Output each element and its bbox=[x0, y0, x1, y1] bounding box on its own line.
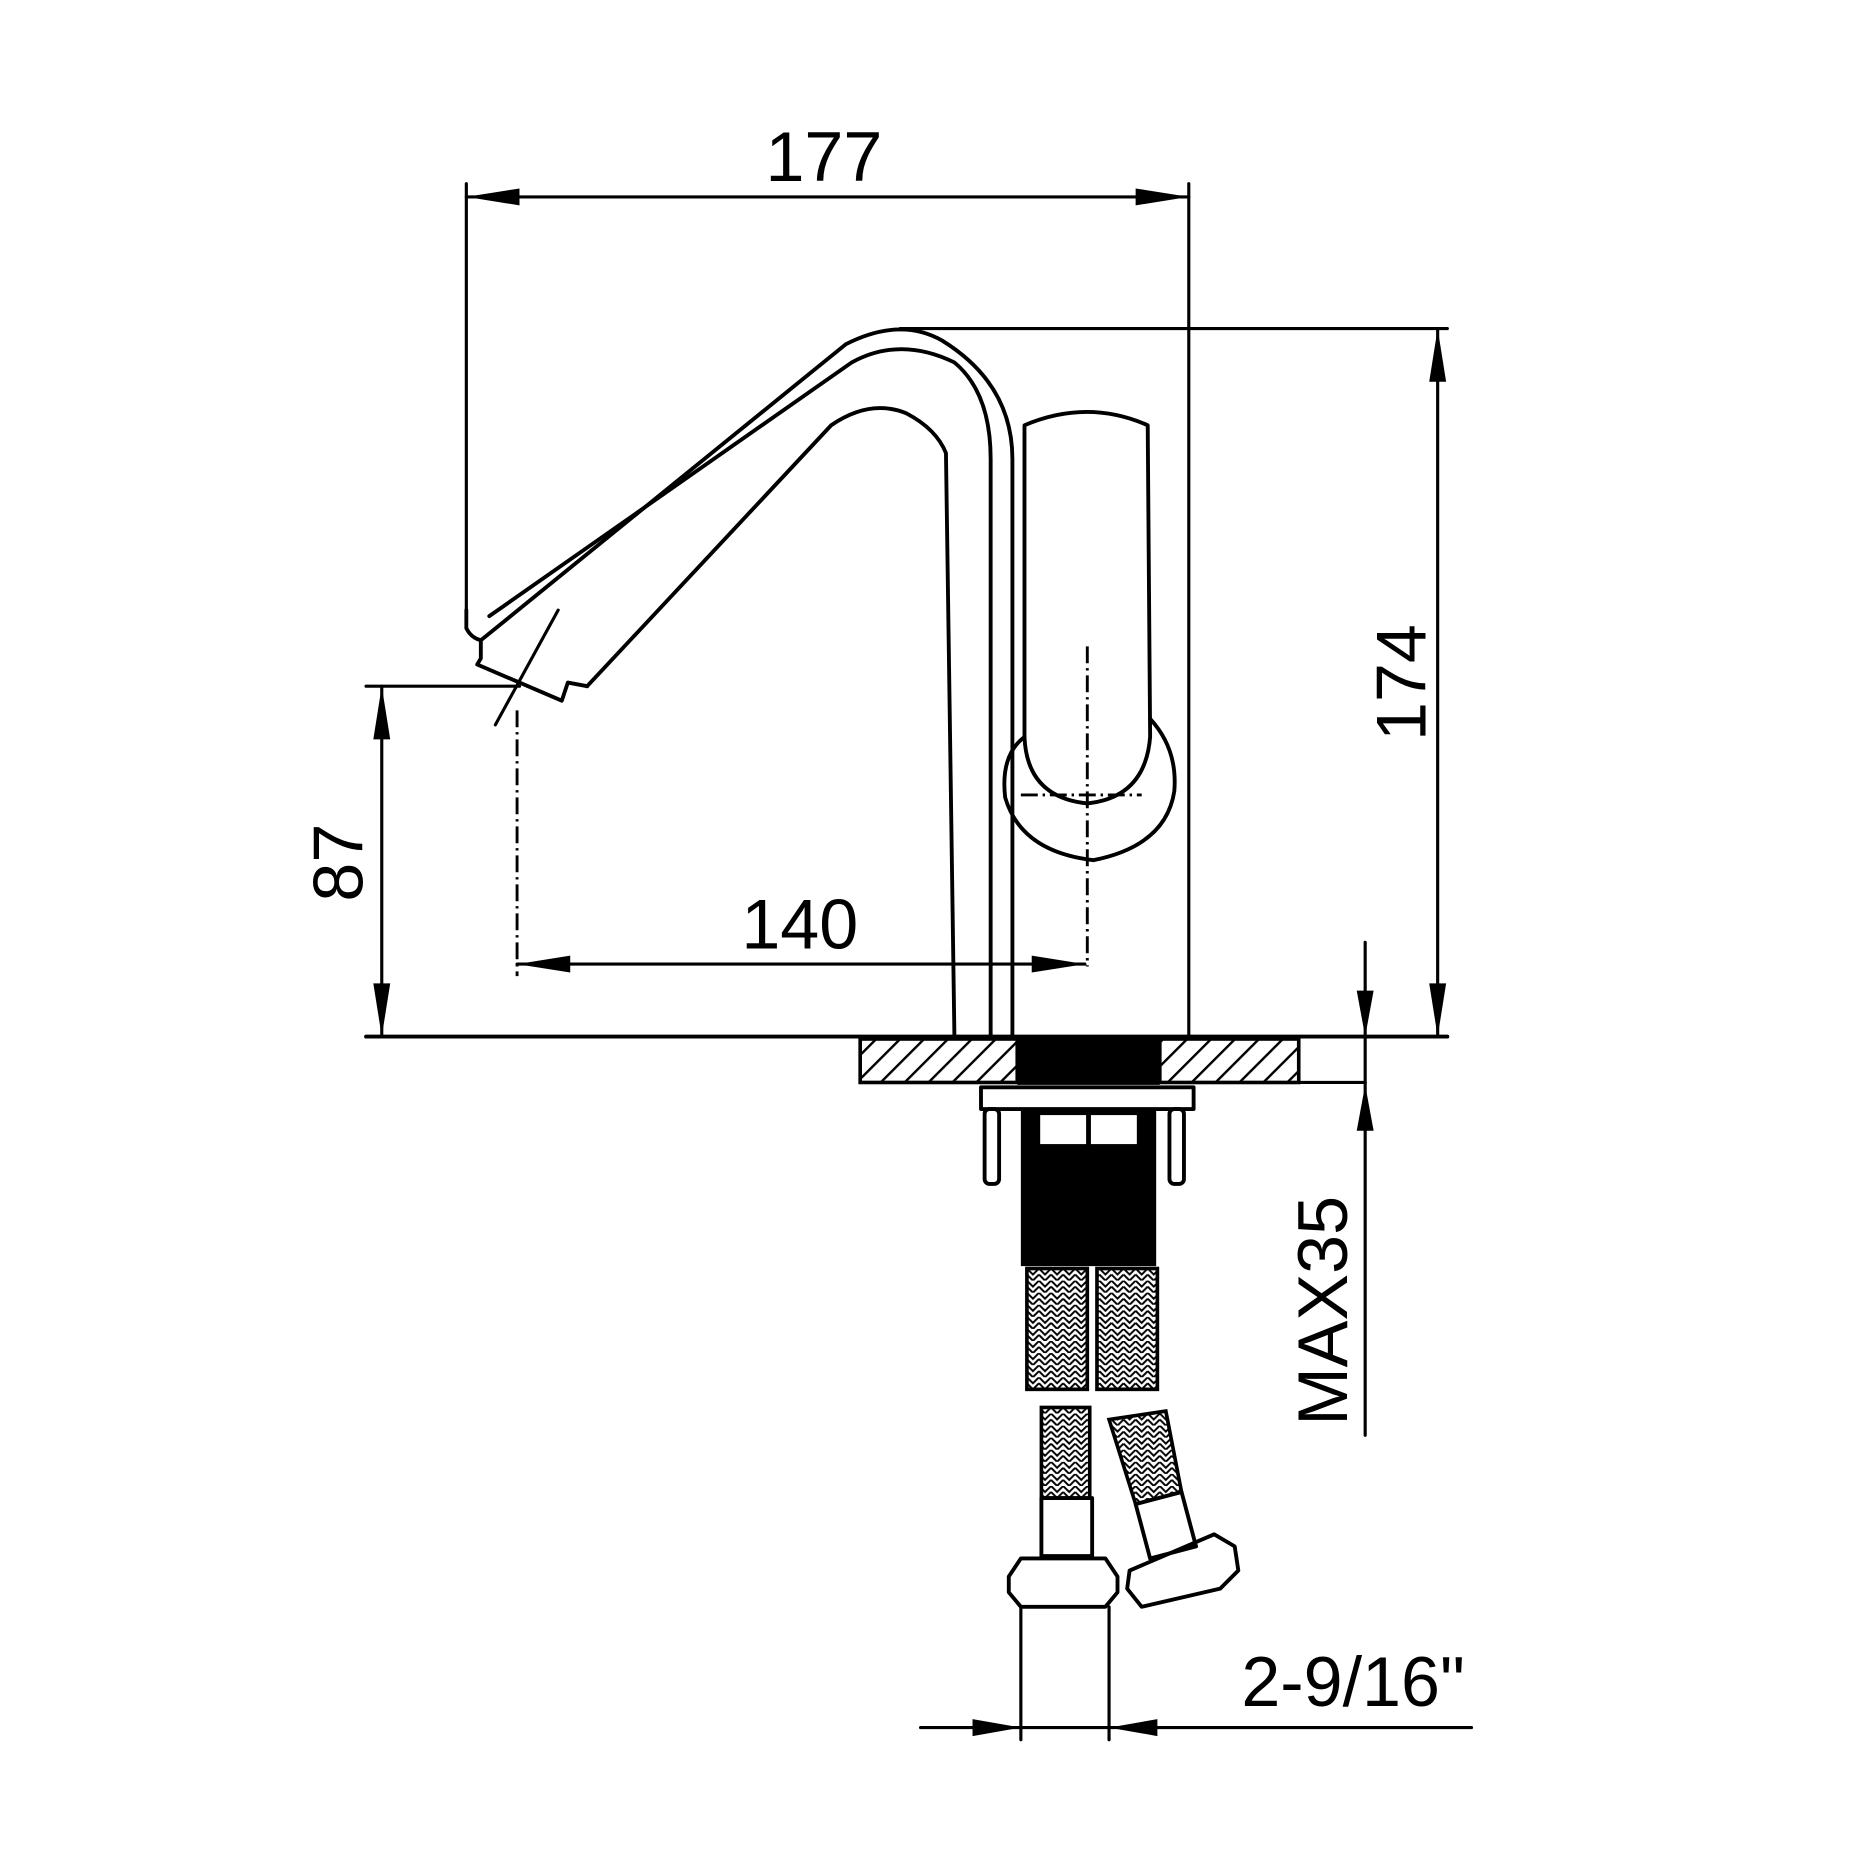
dim-label-140: 140 bbox=[741, 885, 858, 963]
dim-label-hose-thread: 2-9/16" bbox=[1241, 1643, 1465, 1721]
dimension-overall-width: 177 bbox=[464, 118, 1191, 1039]
dimension-overall-height: 174 bbox=[898, 327, 1449, 1039]
dim-label-max35: MAX35 bbox=[1284, 1196, 1362, 1426]
hex-nut-left bbox=[1006, 1556, 1120, 1609]
dim-label-177: 177 bbox=[765, 118, 882, 196]
dim-label-87: 87 bbox=[299, 824, 377, 902]
handle-base-ring bbox=[1002, 716, 1177, 863]
dimension-spout-height: 87 bbox=[299, 684, 522, 1039]
deck-mounting bbox=[858, 1036, 1367, 1267]
spout-outer bbox=[464, 327, 1015, 1039]
hex-nut-right bbox=[1125, 1532, 1241, 1609]
dimension-spout-reach: 140 bbox=[515, 710, 1087, 977]
faucet-body bbox=[464, 327, 1177, 1039]
spout-aerator bbox=[475, 638, 590, 703]
dimension-deck-thickness: MAX35 bbox=[1284, 940, 1374, 1437]
lever-handle bbox=[1022, 410, 1153, 806]
spout-inner bbox=[487, 347, 993, 1039]
dim-label-174: 174 bbox=[1363, 624, 1441, 741]
supply-hoses: 2-9/16" bbox=[919, 1266, 1474, 1742]
